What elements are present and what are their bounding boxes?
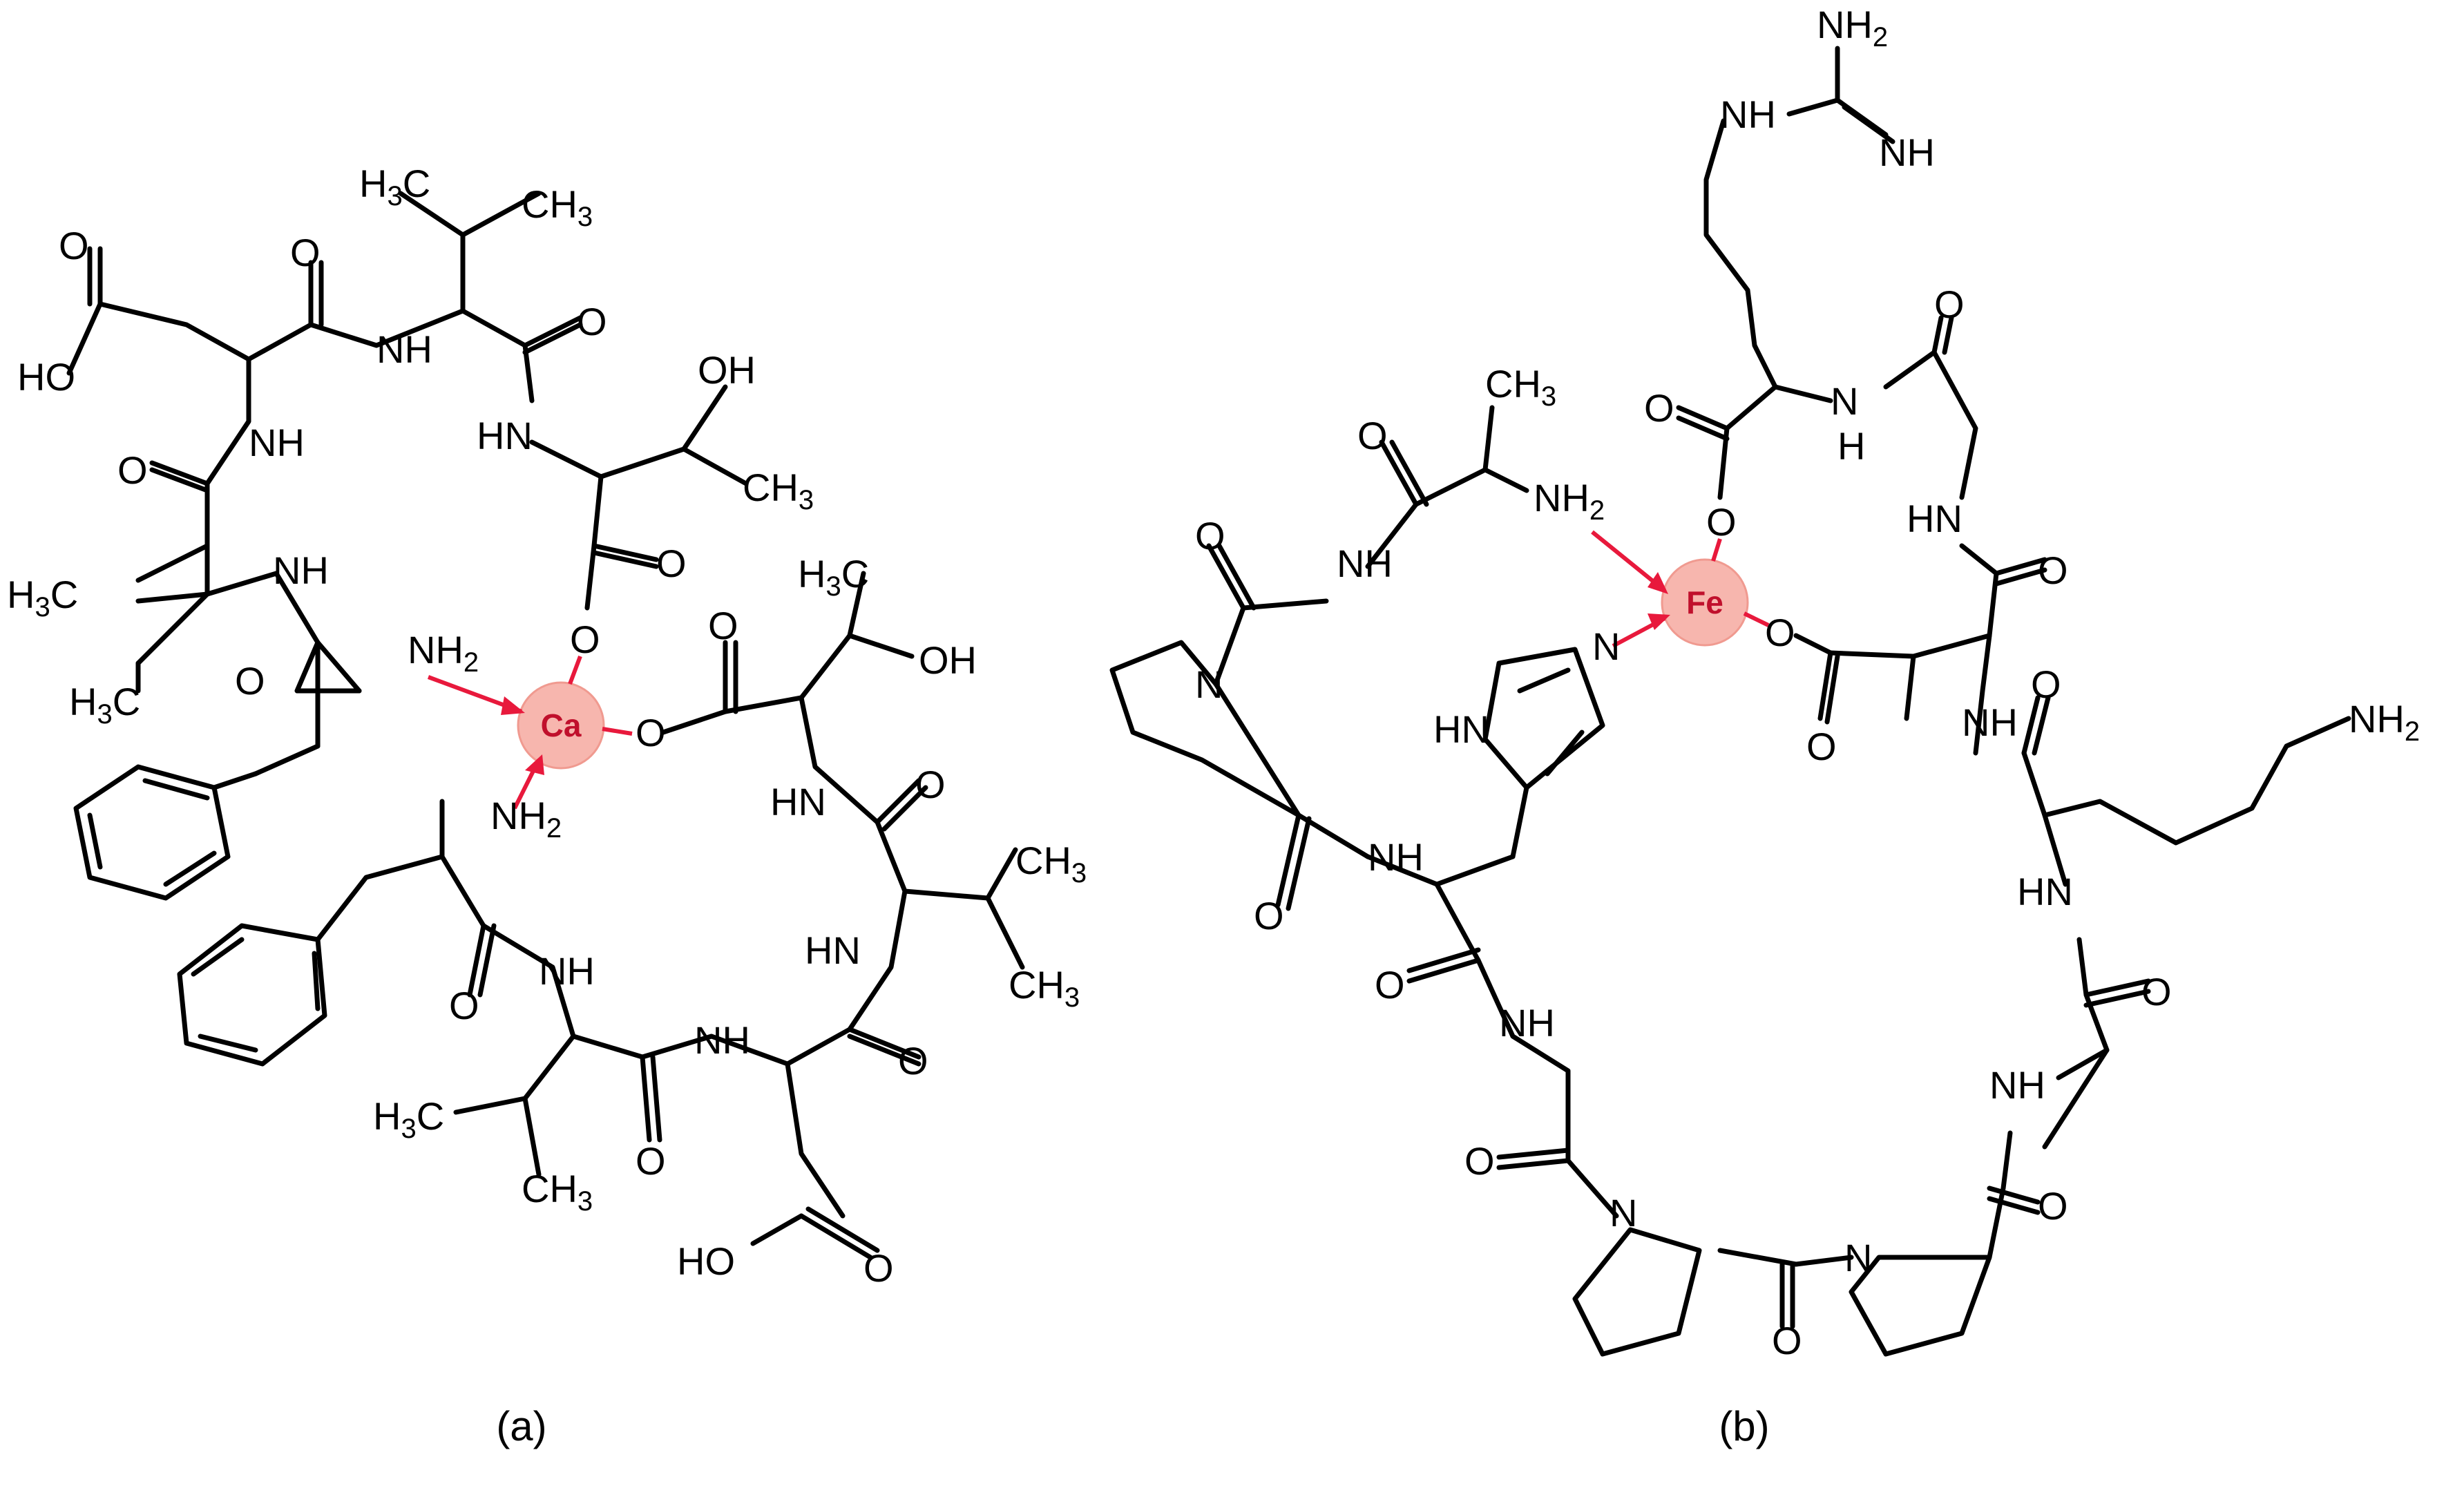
svg-text:O: O xyxy=(636,711,666,754)
svg-text:OH: OH xyxy=(698,348,756,392)
svg-text:NH: NH xyxy=(1720,93,1776,136)
svg-text:HN: HN xyxy=(2017,870,2073,913)
svg-text:H: H xyxy=(1837,424,1865,468)
svg-text:O: O xyxy=(1357,414,1388,457)
svg-text:NH2: NH2 xyxy=(1817,3,1888,53)
arrowhead-icon xyxy=(501,696,525,715)
svg-text:CH3: CH3 xyxy=(1009,963,1080,1013)
panel-a-bonds xyxy=(66,191,1025,1260)
svg-text:NH: NH xyxy=(273,549,329,592)
svg-text:O: O xyxy=(898,1039,928,1083)
svg-text:NH2: NH2 xyxy=(490,794,562,844)
coordination-bond-o-right xyxy=(1743,611,1770,627)
svg-text:O: O xyxy=(636,1139,666,1183)
svg-text:HN: HN xyxy=(1907,497,1962,540)
svg-text:O: O xyxy=(2031,663,2061,706)
iron-label: Fe xyxy=(1686,584,1723,620)
svg-text:O: O xyxy=(235,659,265,703)
svg-text:NH: NH xyxy=(1337,542,1393,585)
svg-text:CH3: CH3 xyxy=(743,466,814,515)
svg-text:NH: NH xyxy=(1368,835,1424,879)
svg-text:HO: HO xyxy=(17,355,75,399)
svg-text:H3C: H3C xyxy=(7,573,78,622)
svg-text:O: O xyxy=(1464,1139,1495,1183)
svg-text:O: O xyxy=(1772,1319,1802,1362)
svg-text:NH2: NH2 xyxy=(1534,476,1605,526)
svg-text:NH2: NH2 xyxy=(408,628,479,678)
svg-text:O: O xyxy=(1765,611,1795,654)
svg-text:O: O xyxy=(915,763,946,806)
coordination-bond-o-top xyxy=(568,655,582,685)
svg-text:O: O xyxy=(708,604,738,647)
svg-text:HN: HN xyxy=(770,780,826,823)
arrowhead-icon xyxy=(1648,613,1670,630)
svg-text:O: O xyxy=(2141,970,2172,1013)
svg-text:O: O xyxy=(656,542,687,585)
svg-text:O: O xyxy=(1254,894,1284,937)
svg-text:N: N xyxy=(1844,1236,1872,1279)
svg-text:CH3: CH3 xyxy=(1485,362,1556,412)
panel-b-labels: NH2 NH NH O N H O CH3 O NH2 O HN O O NH … xyxy=(1195,3,2420,1362)
svg-text:NH: NH xyxy=(539,949,595,993)
svg-text:N: N xyxy=(1610,1191,1637,1235)
coordination-bond-o-right xyxy=(602,727,633,736)
svg-text:O: O xyxy=(570,618,600,661)
panel-b-structure: Fe NH2 NH NH O N H O CH3 O NH2 O HN O O … xyxy=(1109,3,2420,1449)
svg-text:O: O xyxy=(290,231,321,274)
svg-text:N: N xyxy=(1195,663,1223,706)
svg-text:N: N xyxy=(1831,379,1858,423)
svg-text:HN: HN xyxy=(477,414,533,457)
svg-text:NH2: NH2 xyxy=(2349,697,2420,747)
svg-text:CH3: CH3 xyxy=(1015,839,1087,888)
panel-a-labels: H3C CH3 O O HO NH O OH NH HN CH3 O O H3C… xyxy=(7,162,1087,1290)
svg-text:HN: HN xyxy=(1433,707,1489,751)
svg-text:NH: NH xyxy=(376,327,432,371)
panel-b-bonds xyxy=(1109,46,2351,1357)
svg-text:O: O xyxy=(449,984,479,1027)
svg-text:O: O xyxy=(1706,500,1737,544)
svg-text:NH: NH xyxy=(1499,1001,1555,1045)
svg-text:O: O xyxy=(2038,1184,2068,1228)
coordination-bond-o-top xyxy=(1711,538,1722,562)
svg-text:CH3: CH3 xyxy=(522,1167,593,1217)
svg-text:O: O xyxy=(117,448,148,492)
svg-text:O: O xyxy=(1934,283,1965,326)
panel-a-caption: (a) xyxy=(496,1403,546,1449)
svg-text:O: O xyxy=(1375,963,1405,1007)
iron-ion xyxy=(1661,558,1749,647)
svg-text:H3C: H3C xyxy=(798,552,869,602)
svg-text:H3C: H3C xyxy=(359,162,430,211)
svg-text:O: O xyxy=(1644,386,1674,430)
svg-text:O: O xyxy=(1806,725,1837,768)
svg-text:OH: OH xyxy=(919,638,977,682)
calcium-ion xyxy=(517,681,605,770)
svg-text:NH: NH xyxy=(1962,701,2018,744)
svg-text:NH: NH xyxy=(249,421,305,464)
svg-text:HO: HO xyxy=(677,1239,735,1283)
arrowhead-icon xyxy=(1648,572,1668,594)
svg-text:HN: HN xyxy=(805,928,861,972)
svg-text:O: O xyxy=(2038,549,2068,592)
svg-text:N: N xyxy=(1592,625,1620,668)
calcium-label: Ca xyxy=(541,707,582,743)
svg-text:NH: NH xyxy=(1989,1063,2045,1107)
svg-text:O: O xyxy=(1195,514,1225,558)
svg-text:CH3: CH3 xyxy=(522,182,593,232)
svg-text:NH: NH xyxy=(1879,131,1935,174)
panel-a-structure: Ca H3C CH3 O O HO NH O OH NH HN CH3 O O … xyxy=(7,162,1087,1449)
arrowhead-icon xyxy=(525,754,544,775)
svg-text:H3C: H3C xyxy=(373,1094,444,1144)
svg-text:O: O xyxy=(577,300,607,343)
panel-b-caption: (b) xyxy=(1719,1403,1769,1449)
svg-text:O: O xyxy=(863,1246,894,1290)
svg-text:NH: NH xyxy=(694,1018,750,1062)
svg-text:H3C: H3C xyxy=(69,680,140,730)
svg-text:O: O xyxy=(59,224,89,267)
